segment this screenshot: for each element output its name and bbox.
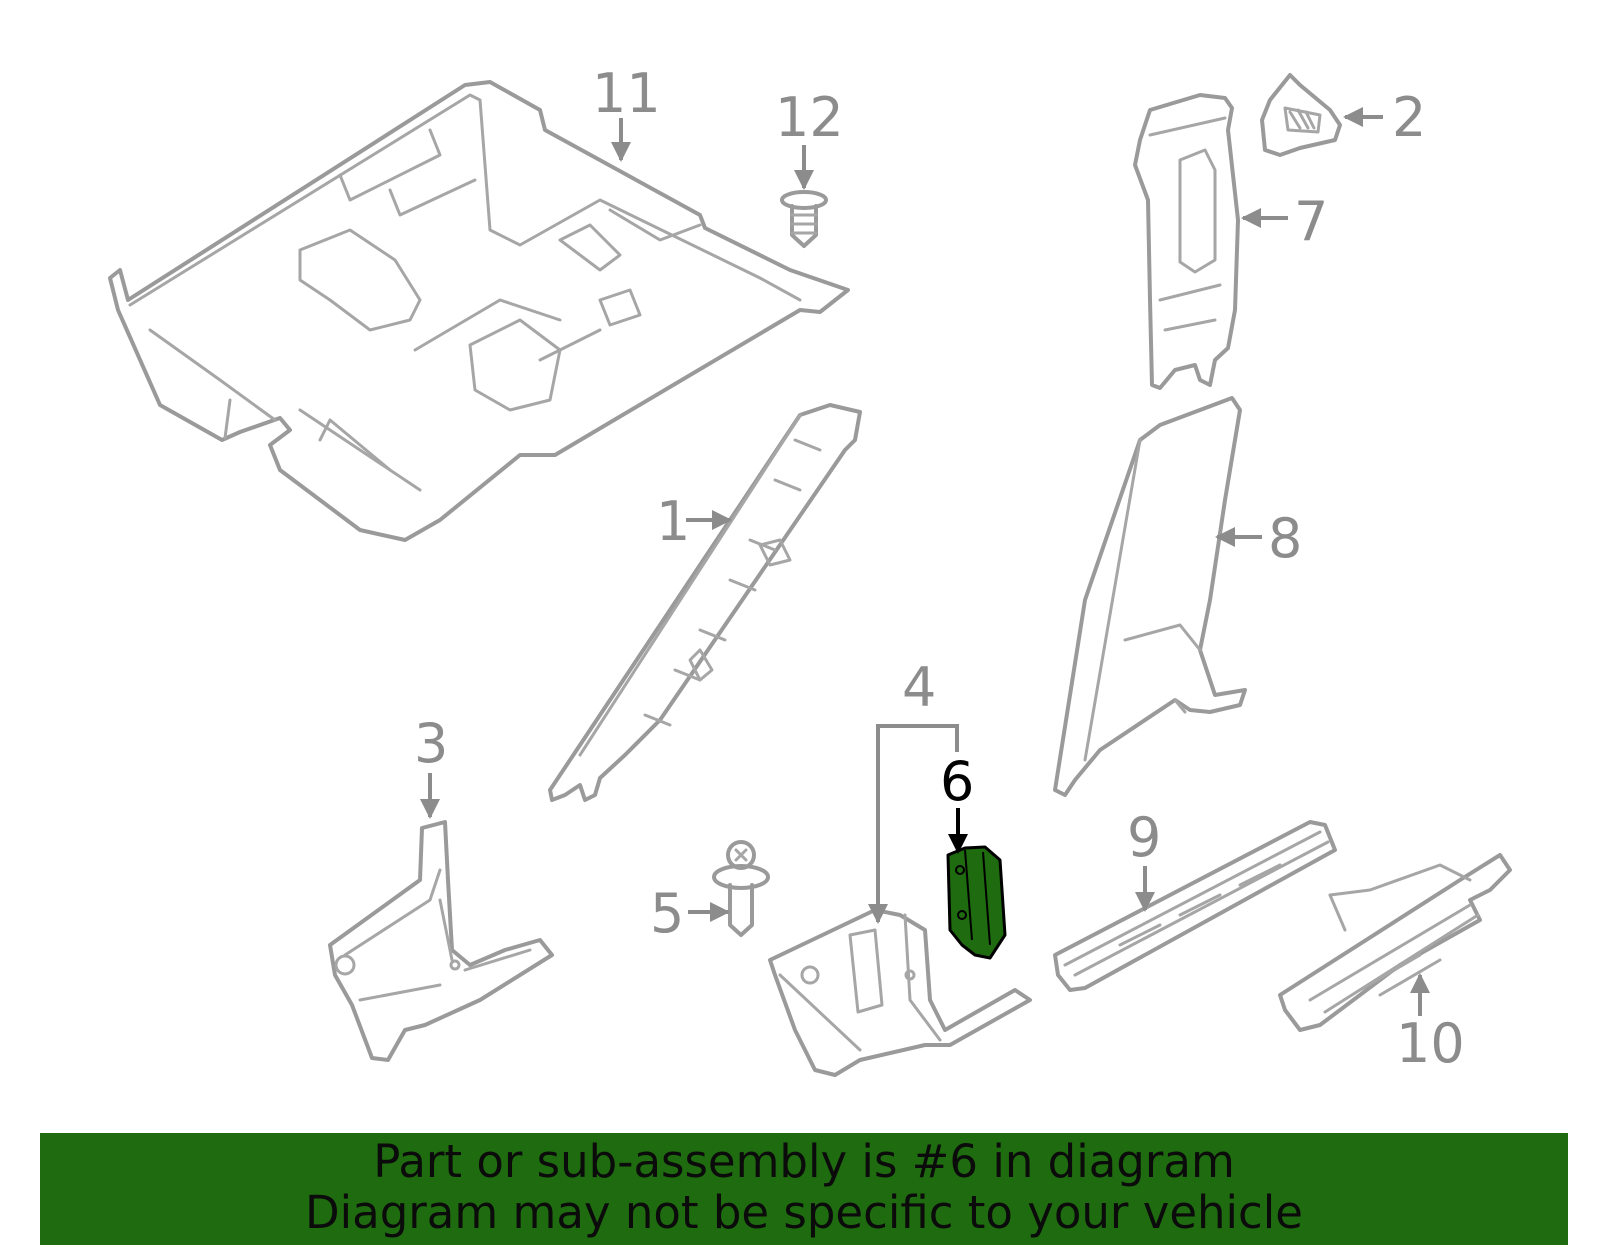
clip-part-2: [1260, 73, 1342, 157]
info-banner: Part or sub-assembly is #6 in diagram Di…: [40, 1133, 1568, 1245]
label-part-11: 11: [592, 62, 661, 125]
label-part-7: 7: [1294, 190, 1328, 253]
label-part-5: 5: [650, 882, 684, 945]
sill-plate-part-10: [1278, 853, 1512, 1032]
clip-part-12: [780, 190, 828, 248]
sill-trim-part-4: [768, 908, 1032, 1077]
pillar-trim-part-8: [1053, 396, 1247, 797]
push-pin-part-5: [712, 840, 770, 937]
pillar-trim-part-7: [1133, 93, 1240, 390]
label-part-1: 1: [656, 490, 690, 553]
leader-lines: [420, 107, 1430, 1016]
label-part-9: 9: [1127, 806, 1161, 869]
label-part-4: 4: [902, 656, 936, 719]
kick-panel-part-3: [328, 820, 554, 1062]
label-part-3: 3: [414, 712, 448, 775]
banner-line-2: Diagram may not be specific to your vehi…: [305, 1186, 1303, 1239]
banner-line-1: Part or sub-assembly is #6 in diagram: [373, 1135, 1235, 1188]
highlighted-part-6: [946, 845, 1007, 960]
pillar-trim-part-1: [548, 403, 862, 802]
label-part-2: 2: [1392, 86, 1426, 149]
label-part-10: 10: [1396, 1012, 1465, 1075]
label-part-12: 12: [775, 86, 844, 149]
floor-carpet-part-11: [108, 80, 850, 542]
label-part-6: 6: [940, 750, 974, 813]
label-part-8: 8: [1268, 507, 1302, 570]
sill-plate-part-9: [1053, 820, 1337, 992]
